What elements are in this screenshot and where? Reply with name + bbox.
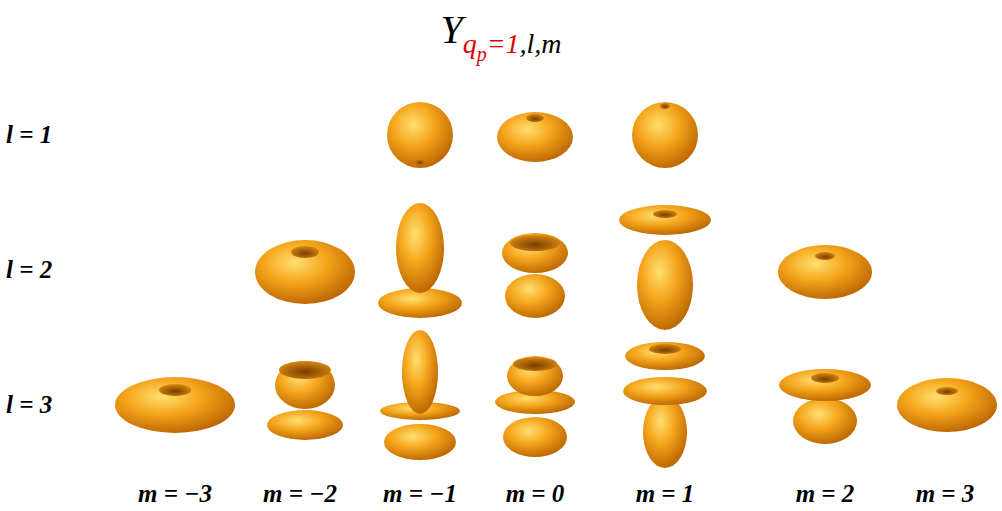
subscript-text: ,l,m (520, 28, 562, 59)
subscript-text: =1 (487, 28, 520, 59)
column-label: m = −3 (138, 480, 212, 508)
row-label: l = 2 (6, 256, 52, 284)
row-label: l = 1 (6, 121, 52, 149)
column-label: m = 1 (636, 480, 695, 508)
column-label: m = 3 (916, 480, 975, 508)
title-symbol: Y (440, 7, 462, 52)
column-label: m = −2 (263, 480, 337, 508)
subscript-text: q (463, 28, 477, 59)
title: Yqp=1,l,m (440, 6, 561, 53)
subscript-text: p (477, 43, 487, 65)
column-label: m = 0 (506, 480, 565, 508)
row-l2 (255, 203, 872, 330)
column-label: m = −1 (383, 480, 457, 508)
row-l1 (387, 102, 698, 168)
row-l3 (115, 330, 997, 468)
row-label: l = 3 (6, 391, 52, 419)
column-label: m = 2 (796, 480, 855, 508)
